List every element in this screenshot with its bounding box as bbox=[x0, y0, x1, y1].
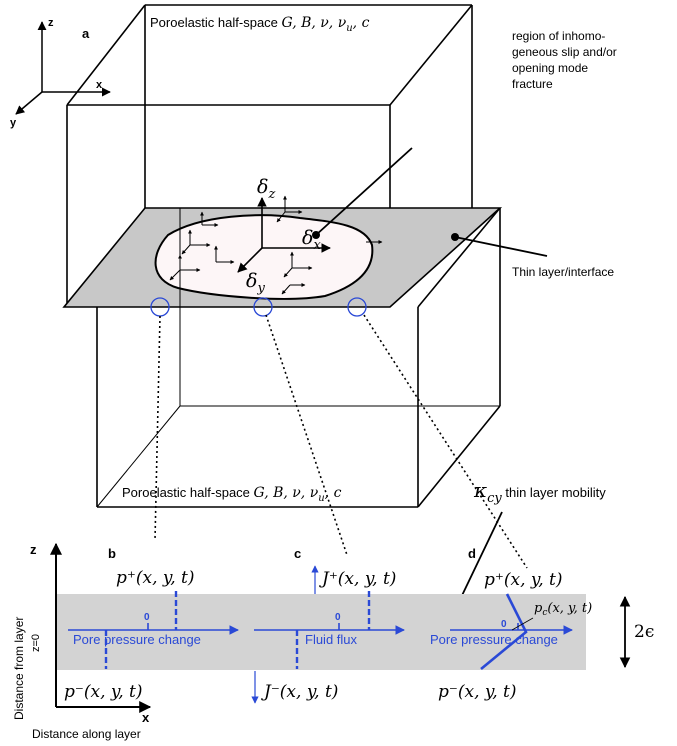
panel-b-zero: 0 bbox=[144, 612, 150, 623]
panel-c-j-plus: J⁺(x, y, t) bbox=[319, 569, 396, 589]
panel-label-a: a bbox=[82, 26, 90, 41]
region-note: region of inhomo- geneous slip and/or op… bbox=[512, 29, 620, 91]
principal-delta-arrows bbox=[237, 197, 331, 273]
slip-displacement-arrows bbox=[169, 195, 383, 295]
axis-z-label: z bbox=[48, 17, 54, 29]
panel-c-zero: 0 bbox=[335, 612, 341, 623]
delta-y-label: δy bbox=[246, 270, 265, 296]
axis-y-label: y bbox=[10, 117, 17, 129]
panel-b-p-minus: p⁻(x, y, t) bbox=[64, 682, 143, 702]
panel-label-c: c bbox=[294, 546, 301, 561]
panel-c-label: Fluid flux bbox=[305, 632, 358, 647]
panel-c bbox=[251, 565, 405, 704]
plot-x-axis-label: x bbox=[142, 710, 150, 725]
panel-label-d: d bbox=[468, 546, 476, 561]
axis-x-label: x bbox=[96, 79, 103, 91]
panel-b bbox=[68, 591, 239, 669]
mobility-label: κcy thin layer mobility bbox=[473, 478, 606, 506]
panel-d-pc: pc(x, y, t) bbox=[534, 601, 592, 618]
interface-plane bbox=[62, 207, 503, 308]
plot-axes bbox=[50, 542, 152, 713]
panel-d-label: Pore pressure change bbox=[430, 632, 558, 647]
panel-c-j-minus: J⁻(x, y, t) bbox=[261, 682, 338, 702]
z0-label: z=0 bbox=[30, 634, 42, 652]
thin-layer-band bbox=[56, 594, 586, 670]
dotted-connectors bbox=[154, 314, 528, 569]
layer-note: Thin layer/interface bbox=[512, 265, 614, 279]
plot-ylabel: Distance from layer bbox=[12, 617, 26, 720]
panel-d-p-minus: p⁻(x, y, t) bbox=[438, 682, 517, 702]
bottom-half-space-box bbox=[96, 207, 501, 508]
panel-b-p-plus: p⁺(x, y, t) bbox=[116, 568, 195, 588]
coordinate-axes: z x y bbox=[10, 17, 111, 129]
plot-xlabel: Distance along layer bbox=[32, 727, 141, 741]
delta-z-label: δz bbox=[257, 176, 275, 202]
delta-x-label: δx bbox=[302, 227, 321, 253]
panel-label-b: b bbox=[108, 546, 116, 561]
panel-b-label: Pore pressure change bbox=[73, 632, 201, 647]
top-box-label: Poroelastic half-space G, B, ν, νu, c bbox=[150, 15, 370, 34]
panel-d bbox=[450, 593, 573, 671]
layer-callout bbox=[451, 233, 548, 257]
region-callout bbox=[312, 147, 413, 239]
thickness-label: 2ϵ bbox=[634, 622, 654, 642]
bottom-box-label: Poroelastic half-space G, B, ν, νu, c bbox=[122, 485, 342, 504]
plot-z-axis-label: z bbox=[30, 542, 37, 557]
panel-d-zero: 0 bbox=[501, 619, 507, 630]
panel-d-p-plus: p⁺(x, y, t) bbox=[484, 570, 563, 590]
